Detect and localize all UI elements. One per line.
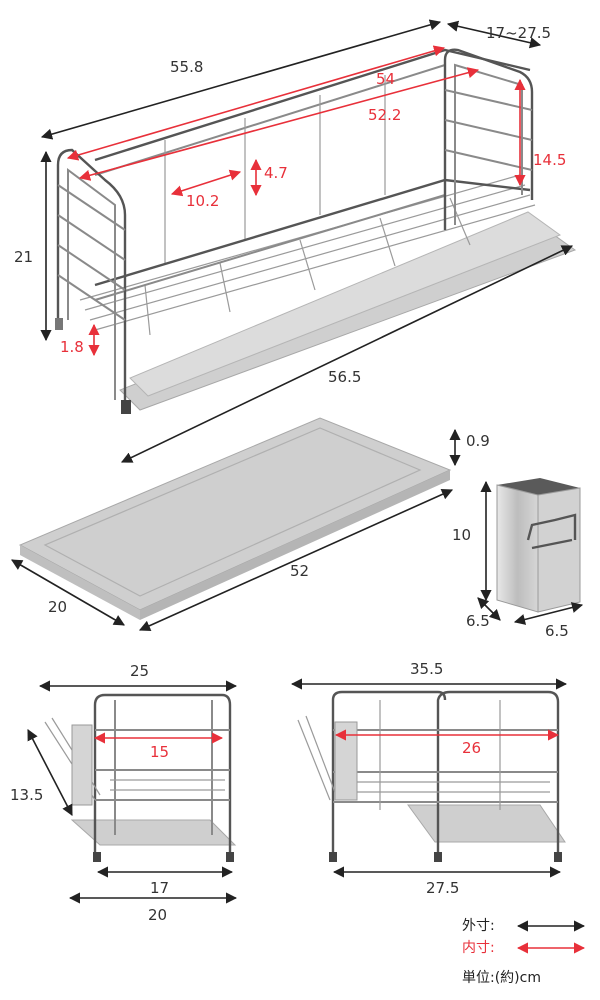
side-view-rails (95, 729, 230, 801)
dim-arrow-depth-range (446, 20, 542, 49)
extended-view-frame-right (436, 690, 560, 860)
dim-label-26: 26 (462, 739, 481, 757)
side-view-frame-front (93, 693, 232, 860)
side-view-illustration: 25 15 13.5 17 20 (10, 662, 238, 924)
dim-label-15: 15 (150, 743, 169, 761)
dim-label-6-5-width: 6.5 (545, 622, 569, 640)
dim-label-depth-range: 17~27.5 (486, 24, 551, 42)
dim-label-4-7: 4.7 (264, 164, 288, 182)
dim-label-20-side: 20 (148, 906, 167, 924)
dim-label-27-5: 27.5 (426, 879, 459, 897)
dim-label-25: 25 (130, 662, 149, 680)
dim-arrow-6-5-depth (477, 597, 501, 621)
cup-hook (526, 513, 577, 550)
drain-tray-illustration: 20 52 0.9 (11, 417, 490, 631)
extended-view-illustration: 35.5 26 27.5 (290, 660, 568, 897)
rack-right-end-frame (443, 48, 534, 230)
dim-arrow-54 (66, 45, 446, 161)
cup-side-face (537, 487, 581, 613)
dim-arrow-52-2 (78, 67, 480, 181)
legend-unit-label: 単位:(約)cm (462, 970, 541, 986)
legend-outer-label: 外寸: (462, 918, 495, 934)
dim-label-54: 54 (376, 70, 395, 88)
dim-label-1-8: 1.8 (60, 338, 84, 356)
dim-arrow-10-2 (170, 169, 242, 197)
dim-arrow-56-5 (120, 245, 574, 463)
dim-arrow-6-5-width (513, 602, 584, 625)
utensil-cup-illustration: 10 6.5 6.5 (452, 478, 584, 640)
rack-back-top-rail (94, 48, 531, 162)
dim-label-17: 17 (150, 879, 169, 897)
extended-view-frame-left (331, 690, 447, 860)
dim-label-55-8: 55.8 (170, 58, 203, 76)
cup-opening (497, 478, 580, 495)
side-view-frame-back (114, 700, 213, 835)
dim-arrow-52 (138, 489, 454, 631)
extended-view-cup (297, 715, 358, 801)
dim-label-56-5: 56.5 (328, 368, 361, 386)
dim-label-10: 10 (452, 526, 471, 544)
cup-front-face (496, 484, 539, 613)
dim-label-13-5: 13.5 (10, 786, 43, 804)
dim-label-35-5: 35.5 (410, 660, 443, 678)
dim-label-20-tray: 20 (48, 598, 67, 616)
legend-inner-label: 内寸: (462, 940, 495, 956)
dim-label-14-5: 14.5 (533, 151, 566, 169)
side-view-tray (70, 819, 237, 846)
main-rack-illustration: 55.8 17~27.5 21 56.5 54 52.2 14.5 4.7 10… (14, 19, 577, 463)
dim-arrow-13-5 (27, 729, 73, 816)
dim-label-10-2: 10.2 (186, 192, 219, 210)
dim-label-52-2: 52.2 (368, 106, 401, 124)
dim-label-52: 52 (290, 562, 309, 580)
side-view-cup (44, 717, 101, 806)
extended-view-rails (333, 700, 558, 810)
extended-view-tray (407, 804, 566, 843)
dim-label-0-9: 0.9 (466, 432, 490, 450)
dim-label-21: 21 (14, 248, 33, 266)
legend: 外寸: 内寸: 単位:(約)cm (462, 918, 586, 986)
dim-label-6-5-depth: 6.5 (466, 612, 490, 630)
dim-arrow-20-tray (11, 559, 125, 626)
rack-left-end-frame (55, 148, 131, 414)
